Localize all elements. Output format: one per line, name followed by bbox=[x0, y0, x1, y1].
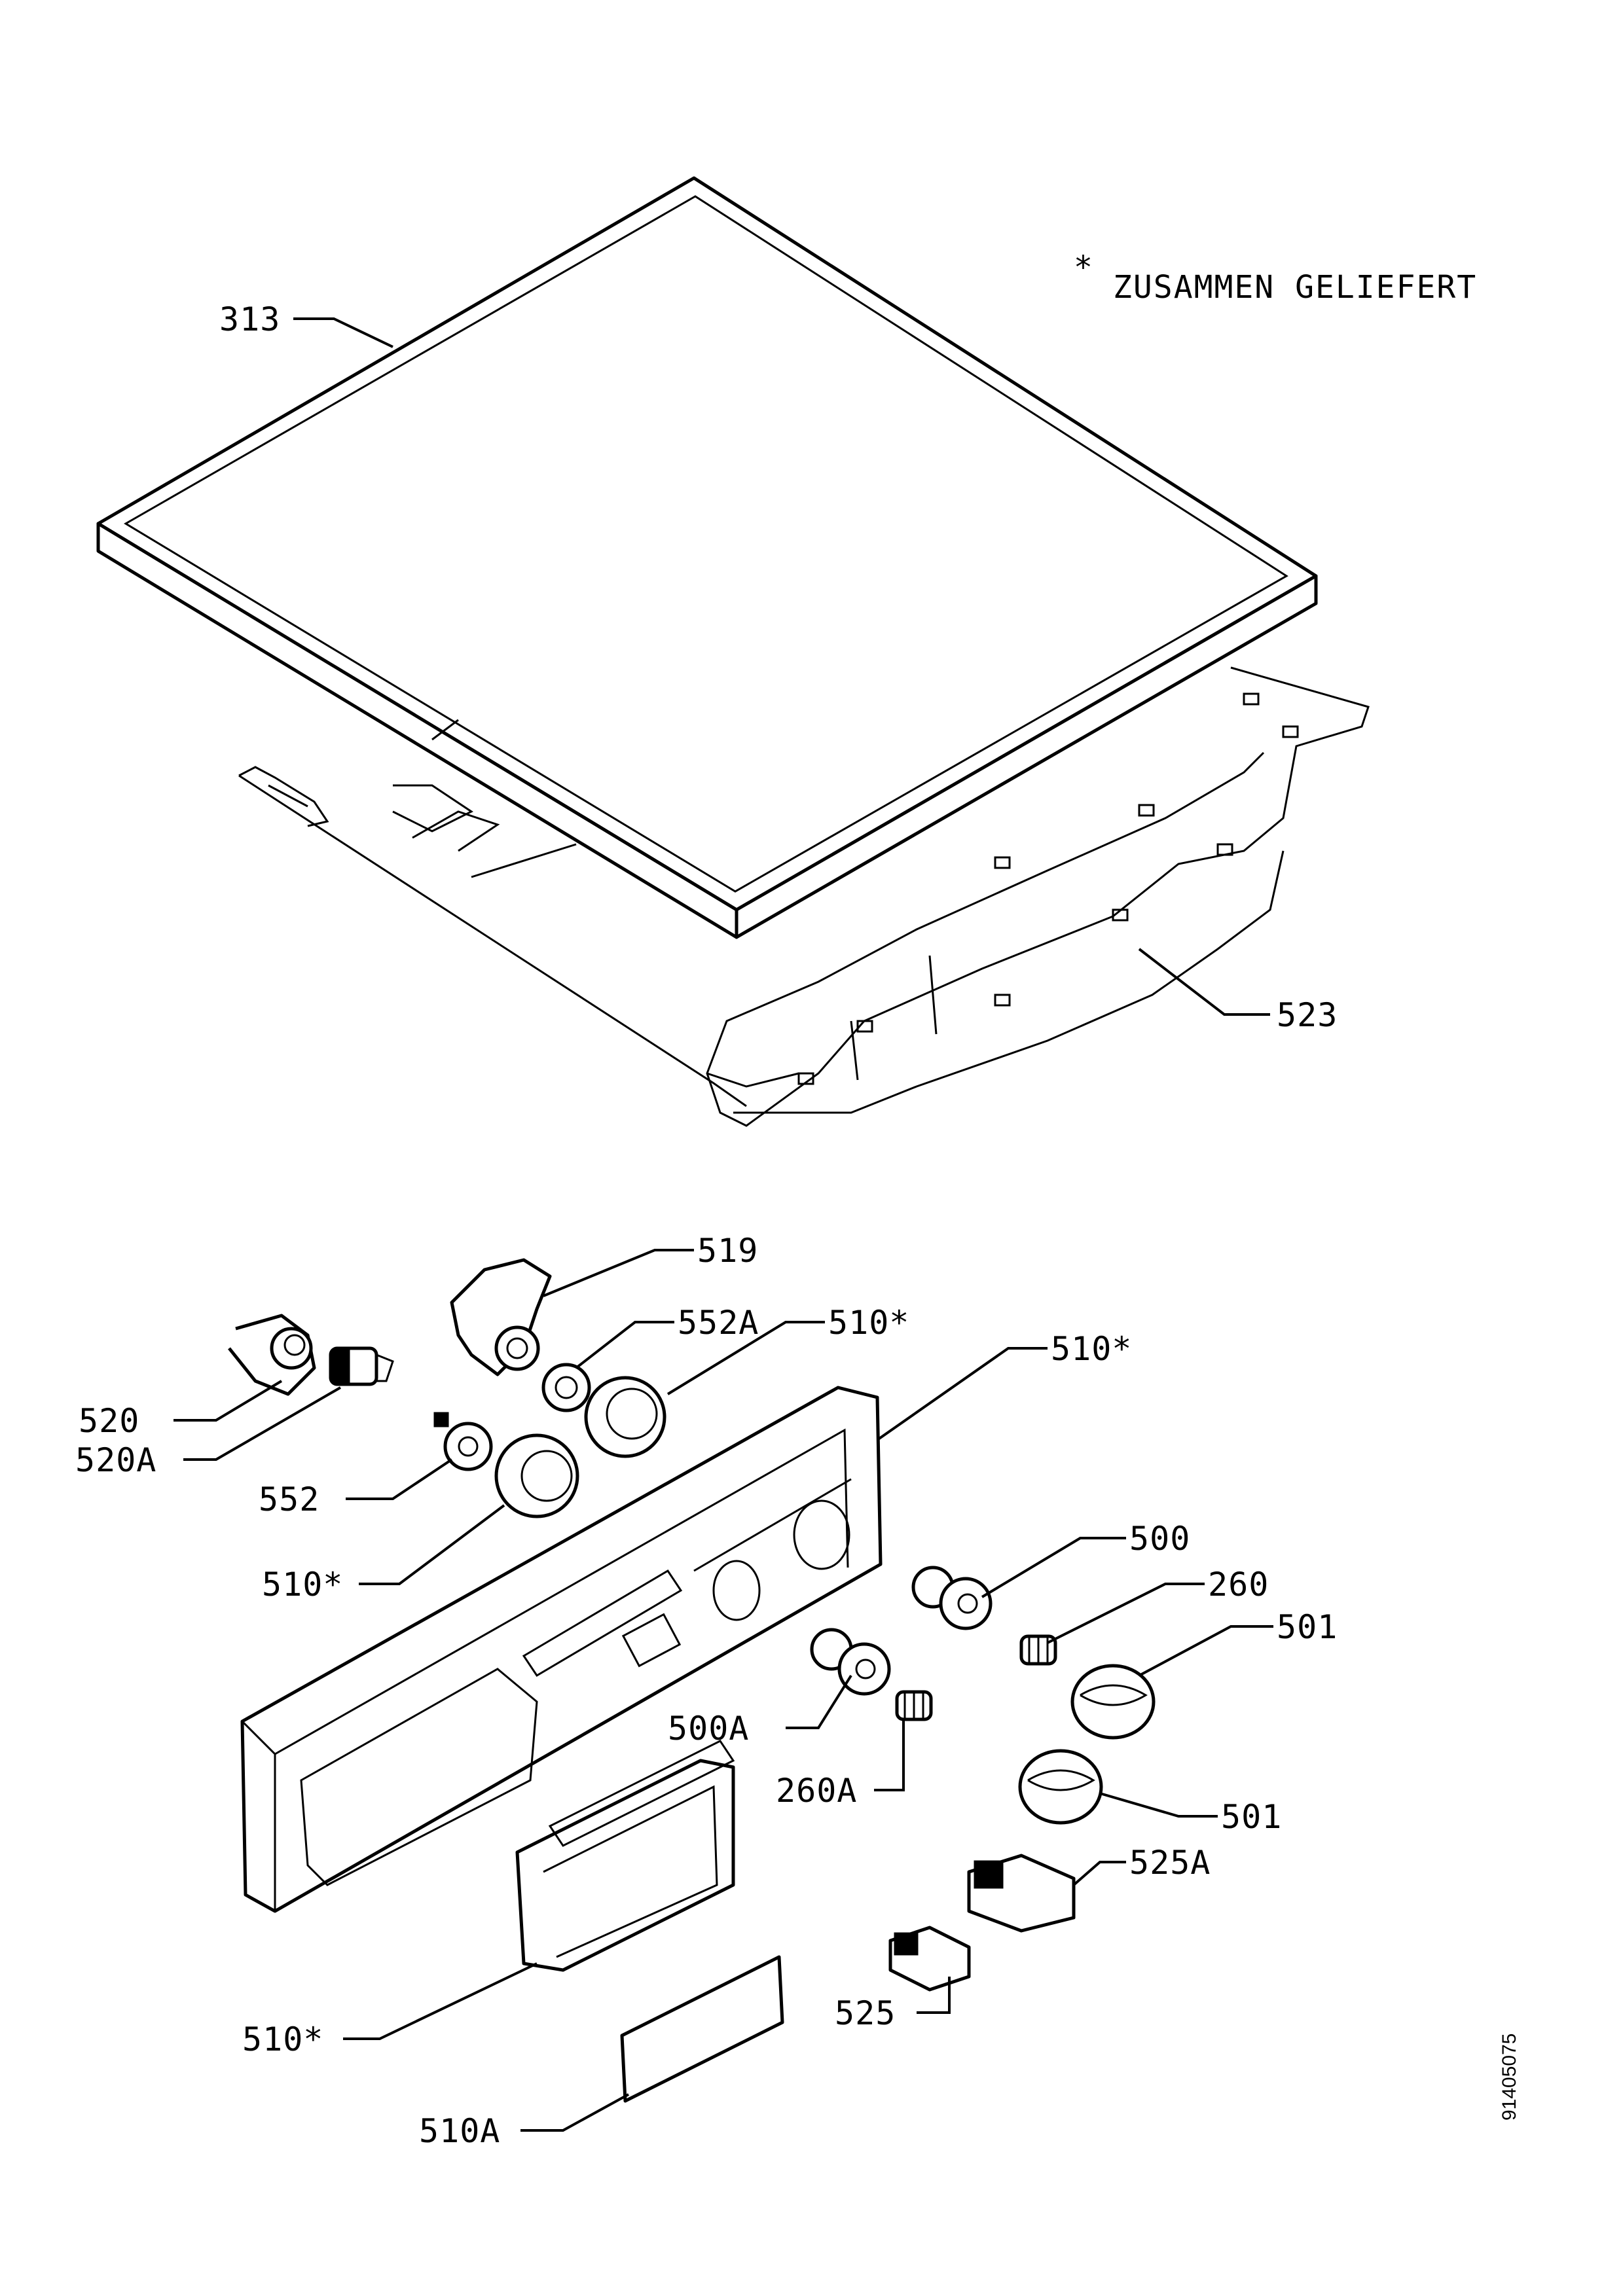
label-525: 525 bbox=[835, 1994, 896, 2032]
part-500A bbox=[810, 1628, 891, 1696]
label-552: 552 bbox=[259, 1480, 319, 1518]
part-labels: 313 523 519 552A 510* 510* 520 520A 552 … bbox=[75, 300, 1338, 2150]
part-552A bbox=[541, 1363, 591, 1412]
label-501-a: 501 bbox=[1277, 1608, 1338, 1646]
label-501-b: 501 bbox=[1221, 1798, 1282, 1836]
label-519: 519 bbox=[697, 1232, 758, 1270]
label-510A: 510A bbox=[419, 2112, 500, 2150]
part-525 bbox=[888, 1926, 971, 1992]
part-525A bbox=[967, 1854, 1076, 1933]
part-260-spring bbox=[1019, 1634, 1057, 1666]
part-500 bbox=[911, 1566, 993, 1630]
part-501-knob-1 bbox=[1070, 1664, 1156, 1740]
label-500A: 500A bbox=[668, 1710, 749, 1748]
delivery-note: * ZUSAMMEN GELIEFERT bbox=[1074, 249, 1477, 306]
label-313: 313 bbox=[219, 300, 280, 338]
leader-lines bbox=[173, 317, 1273, 2132]
label-260A: 260A bbox=[776, 1772, 857, 1810]
part-519 bbox=[450, 1258, 552, 1376]
part-313-top-cover bbox=[96, 176, 1318, 939]
label-525A: 525A bbox=[1129, 1844, 1211, 1882]
part-260A-spring bbox=[895, 1690, 933, 1721]
label-510-b: 510* bbox=[1051, 1330, 1132, 1368]
label-510-c: 510* bbox=[262, 1566, 343, 1604]
part-510-knob-large-2 bbox=[494, 1433, 579, 1518]
note-text: ZUSAMMEN GELIEFERT bbox=[1113, 269, 1477, 306]
part-510-knob-large-1 bbox=[584, 1376, 666, 1458]
label-552A: 552A bbox=[678, 1304, 759, 1342]
note-asterisk: * bbox=[1074, 249, 1094, 286]
part-523-frame bbox=[238, 666, 1370, 1127]
part-552 bbox=[433, 1412, 493, 1471]
label-260: 260 bbox=[1208, 1566, 1269, 1604]
label-500: 500 bbox=[1129, 1520, 1190, 1558]
part-520A bbox=[329, 1346, 394, 1386]
label-510-d: 510* bbox=[242, 2020, 323, 2058]
part-510-handle bbox=[515, 1740, 735, 1972]
label-520: 520 bbox=[79, 1402, 139, 1440]
label-510-a: 510* bbox=[828, 1304, 909, 1342]
part-510A-label-plate bbox=[620, 1955, 784, 2103]
label-523: 523 bbox=[1277, 996, 1338, 1034]
part-520 bbox=[228, 1314, 316, 1396]
part-501-knob-2 bbox=[1018, 1749, 1103, 1825]
part-510-front-panel bbox=[240, 1386, 883, 1913]
label-520A: 520A bbox=[75, 1441, 156, 1479]
reference-number: 91405075 bbox=[1499, 2034, 1520, 2121]
